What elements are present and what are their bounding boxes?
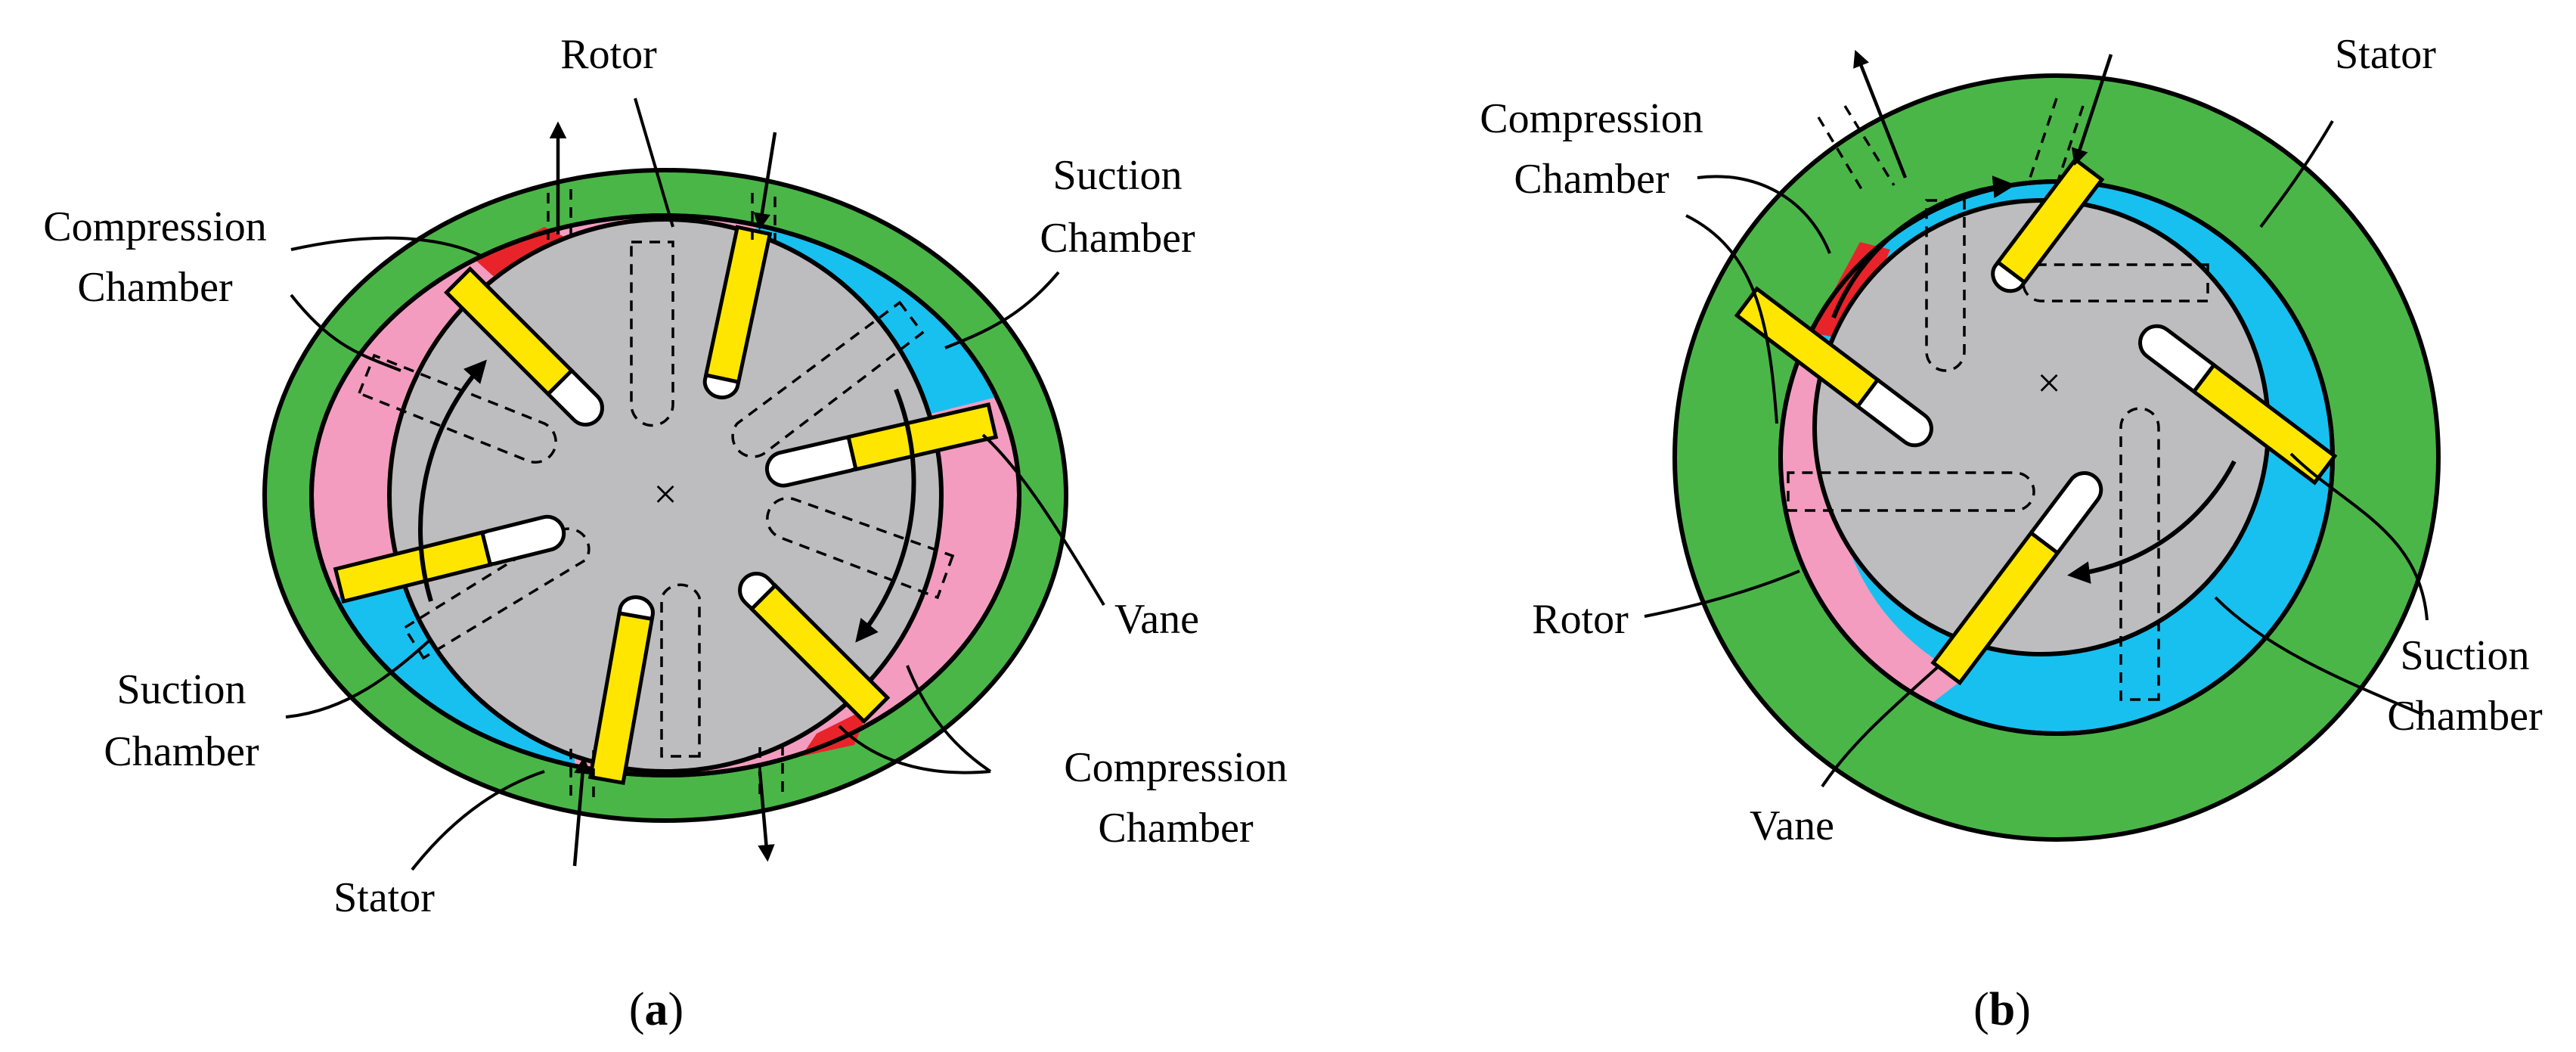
label-vane: Vane [1114, 596, 1199, 643]
label-compression-chamber: Chamber [77, 264, 233, 311]
vane [1734, 286, 1933, 448]
label-rotor: Rotor [560, 31, 657, 78]
label-stator: Stator [333, 874, 435, 921]
panel-b-center-mark: × [2037, 360, 2061, 407]
panel-a-compression-tip-top [476, 227, 575, 281]
vane [738, 572, 891, 725]
label-suction-chamber: Chamber [104, 728, 259, 775]
vane [1991, 157, 2105, 293]
panel-b-rotation-arrow [2067, 460, 2237, 584]
label-compression-chamber: Compression [43, 203, 267, 250]
vane [444, 266, 604, 427]
label-compression-chamber: Compression [1480, 95, 1703, 142]
panel-a-center-mark: × [653, 471, 677, 518]
panel-b-rotation-arrow [1831, 175, 2016, 319]
panel-b-vanes [1734, 157, 2338, 686]
vane [587, 595, 655, 785]
panel-a-compression-tip-bottom [801, 707, 870, 756]
panel-a-vanes [333, 225, 999, 785]
panel-b-caption: (b) [1973, 984, 2031, 1035]
panel-b-labels: Compression Chamber Stator Rotor Suction… [1480, 31, 2543, 849]
vane [333, 514, 566, 604]
label-vane: Vane [1750, 802, 1834, 849]
panel-a-rotation-arrow [855, 388, 916, 643]
panel-a-ports [547, 121, 784, 867]
panel-a-caption: (a) [629, 984, 684, 1035]
label-suction-chamber: Suction [2400, 632, 2529, 679]
panel-b-vane-slots-hidden [1787, 199, 2209, 701]
label-suction-chamber: Suction [1052, 152, 1182, 199]
panel-b-diagram: × Compression Chamber Stator Rotor Sucti… [1480, 31, 2543, 1035]
panel-a-rotation-arrow [418, 359, 487, 602]
label-compression-chamber: Compression [1064, 744, 1288, 791]
vane [2138, 324, 2338, 486]
label-rotor: Rotor [1532, 596, 1629, 643]
label-suction-chamber: Chamber [1040, 215, 1195, 262]
vane [764, 402, 999, 488]
vane [1930, 471, 2103, 686]
label-suction-chamber: Suction [116, 666, 246, 713]
label-compression-chamber: Chamber [1514, 156, 1669, 203]
panel-b-ports [1817, 49, 2113, 194]
panel-a-vane-slots-hidden [357, 241, 955, 758]
panel-a-labels: Rotor Compression Chamber Suction Chambe… [43, 31, 1288, 921]
label-compression-chamber: Chamber [1098, 805, 1254, 852]
panel-b-compression-tip [1811, 242, 1890, 340]
vane [702, 225, 773, 400]
label-suction-chamber: Chamber [2387, 693, 2543, 740]
panel-a-diagram: × Rotor Compression Chamber Suction Cham… [43, 31, 1288, 1035]
label-stator: Stator [2335, 31, 2436, 78]
